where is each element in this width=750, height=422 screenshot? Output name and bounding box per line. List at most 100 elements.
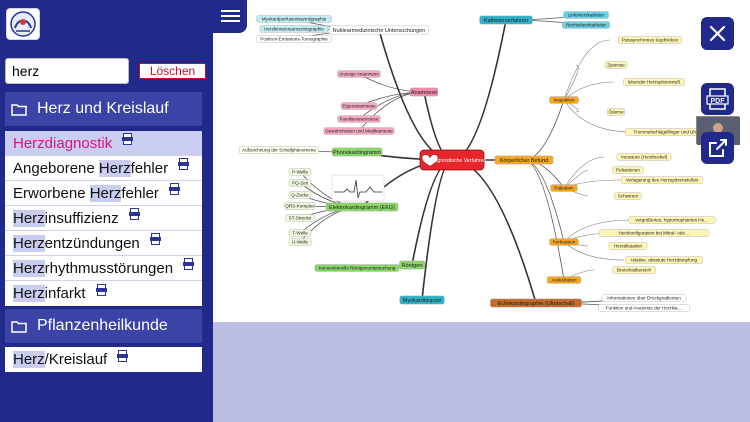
mindmap-branch[interactable]: Anamnese: [409, 87, 439, 97]
mindmap-node[interactable]: Rechtsherzkatheter: [562, 21, 610, 29]
mindmap-node[interactable]: Myokardperfusionsszintigraphie: [256, 15, 332, 23]
node-box: [238, 146, 319, 154]
search-highlight: Herz: [13, 285, 45, 302]
section-herz-und-kreislauf[interactable]: Herz und Kreislauf: [5, 92, 202, 126]
close-icon: [709, 25, 726, 42]
mindmap-leaf[interactable]: Ödeme: [607, 108, 625, 116]
mindmap-node[interactable]: Linksherzkatheter: [563, 11, 609, 19]
folder-icon: [11, 320, 27, 333]
close-button[interactable]: [701, 17, 734, 50]
node-box: [337, 115, 381, 123]
app-logo[interactable]: [6, 8, 40, 40]
mindmap-leaf[interactable]: Herzkonfiguration bei Mitral- ode…: [598, 229, 710, 237]
mindmap-node[interactable]: Funktion und Anatomie der Herzkla…: [598, 304, 690, 312]
branch-line: [563, 156, 605, 189]
node-label: Anamnese: [411, 90, 437, 96]
mindmap-branch[interactable]: Elektrokardiogramm (EKG): [325, 202, 399, 212]
mindmap-node[interactable]: Positron-Emissions-Tomographie: [256, 35, 332, 43]
clear-button[interactable]: Löschen: [139, 63, 206, 79]
result-item-label: Angeborene Herzfehler: [13, 159, 168, 177]
label-suffix: rhythmusstörungen: [44, 259, 174, 277]
mindmap-leaf[interactable]: relative, absolute Herzdämpfung: [625, 256, 703, 264]
mindmap-node[interactable]: ST-Strecke: [285, 214, 315, 222]
menu-button[interactable]: [213, 0, 247, 33]
menu-icon-bar: [221, 10, 240, 12]
mindmap-leaf[interactable]: Voussure (Herzbuckel): [616, 153, 672, 161]
node-box: [614, 192, 642, 200]
node-label: Q-Zacke: [291, 193, 309, 198]
result-item-label: Erworbene Herzfehler: [13, 184, 159, 202]
node-label: Auskultation: [551, 278, 576, 283]
mindmap-leaf[interactable]: lebender Herzspitzenstoß: [623, 78, 685, 86]
mindmap-node[interactable]: T-Welle: [288, 229, 312, 237]
node-box: [549, 96, 579, 104]
result-item[interactable]: Angeborene Herzfehler: [5, 156, 202, 181]
result-item[interactable]: Herzentzündungen: [5, 231, 202, 256]
branch-line: [421, 159, 453, 301]
mindmap-leaf[interactable]: Pulsationen: [612, 166, 644, 174]
node-box: [331, 147, 383, 157]
mindmap-center-node[interactable]: Diagnostische Verfahren: [419, 149, 486, 171]
mindmap-leaf[interactable]: Schwirren: [614, 192, 642, 200]
pdf-icon: [178, 158, 190, 170]
node-label: Herzdilatation: [614, 244, 643, 249]
result-item[interactable]: Herzinsuffizienz: [5, 206, 202, 231]
section-pflanzenheilkunde[interactable]: Pflanzenheilkunde: [5, 309, 202, 343]
mindmap-branch[interactable]: Katheterverfahren: [479, 15, 533, 25]
node-label: Myokardperfusionsszintigraphie: [262, 17, 327, 22]
mindmap-leaf[interactable]: Verlagerung des Herzspitzenstoßes: [620, 176, 704, 184]
node-box: [612, 166, 644, 174]
result-item[interactable]: Erworbene Herzfehler: [5, 181, 202, 206]
mindmap-node[interactable]: Inspektion: [549, 96, 579, 104]
mindmap-node[interactable]: Informationen über Druckgradienten: [601, 294, 687, 302]
mindmap-branch[interactable]: Echokardiographie (Ultraschall): [490, 298, 582, 308]
mindmap[interactable]: Katheterverfahren LinksherzkatheterRechts…: [224, 0, 750, 322]
mindmap-node[interactable]: Auskultation: [547, 276, 582, 284]
mindmap-node[interactable]: U-Welle: [288, 238, 312, 246]
mindmap-node[interactable]: Eigenanamnese: [340, 102, 378, 110]
node-label: Zyanose: [607, 63, 625, 68]
pdf-icon: [168, 183, 180, 195]
pdf-icon: [95, 283, 107, 296]
mindmap-leaf[interactable]: Herzdilatation: [608, 242, 648, 250]
mindmap-leaf[interactable]: Zyanose: [604, 61, 628, 69]
node-box: [625, 256, 703, 264]
mindmap-node[interactable]: QRS-Komplex: [284, 202, 316, 210]
node-label: T-Welle: [292, 231, 308, 236]
label-suffix: fehler: [121, 184, 159, 202]
pdf-icon: [122, 133, 134, 145]
mindmap-node[interactable]: Herzbinnenraumszintigraphie: [259, 25, 329, 33]
mindmap-node[interactable]: Palpation: [550, 184, 578, 192]
pdf-button[interactable]: PDF: [701, 83, 734, 115]
mindmap-node[interactable]: Gewohnheiten und Medikamente: [323, 127, 395, 135]
result-item[interactable]: Herzinfarkt: [5, 281, 202, 306]
open-external-button[interactable]: [701, 132, 734, 164]
branch-line: [451, 19, 507, 161]
node-box: [562, 21, 610, 29]
mindmap-branch[interactable]: Phonokardiogramm: [331, 147, 383, 157]
mindmap-node[interactable]: Aufzeichnung der Schallphänomene: [238, 146, 319, 154]
result-item[interactable]: Herzdiagnostik: [5, 131, 202, 156]
logo-icon: [10, 11, 36, 37]
mindmap-leaf[interactable]: vergrößertes, hypertrophiertes He…: [628, 216, 716, 224]
mindmap-leaf[interactable]: Pulssynchrones Kopfnicken: [618, 36, 682, 44]
mindmap-leaf[interactable]: Bronchialbereich: [612, 266, 656, 274]
mindmap-node[interactable]: PQ-Zeit: [288, 179, 312, 187]
node-label: Katheterverfahren: [484, 18, 528, 24]
mindmap-node[interactable]: Konventionelle Röntgenuntersuchung: [314, 264, 400, 272]
mindmap-node[interactable]: Q-Zacke: [288, 191, 312, 199]
result-item[interactable]: Herzrhythmusstörungen: [5, 256, 202, 281]
mindmap-node[interactable]: Perkussion: [549, 238, 579, 246]
mindmap-node[interactable]: P-Welle: [288, 168, 312, 176]
mindmap-node[interactable]: Anzeige Anamnese: [337, 70, 381, 78]
branch-line: [523, 99, 565, 161]
mindmap-branch[interactable]: Myokardbiopsie: [399, 295, 445, 305]
branch-line: [411, 159, 453, 266]
mindmap-branch[interactable]: Körperlicher Befund: [494, 155, 554, 165]
result-item[interactable]: Herz/Kreislauf: [5, 347, 202, 372]
label-prefix: Erworbene: [13, 184, 90, 202]
mindmap-branch[interactable]: Nuklearmedizinische Untersuchungen: [329, 25, 429, 35]
search-input[interactable]: [5, 58, 129, 84]
mindmap-node[interactable]: Familienanamnese: [337, 115, 381, 123]
mindmap-branch[interactable]: Röntgen: [399, 260, 425, 270]
